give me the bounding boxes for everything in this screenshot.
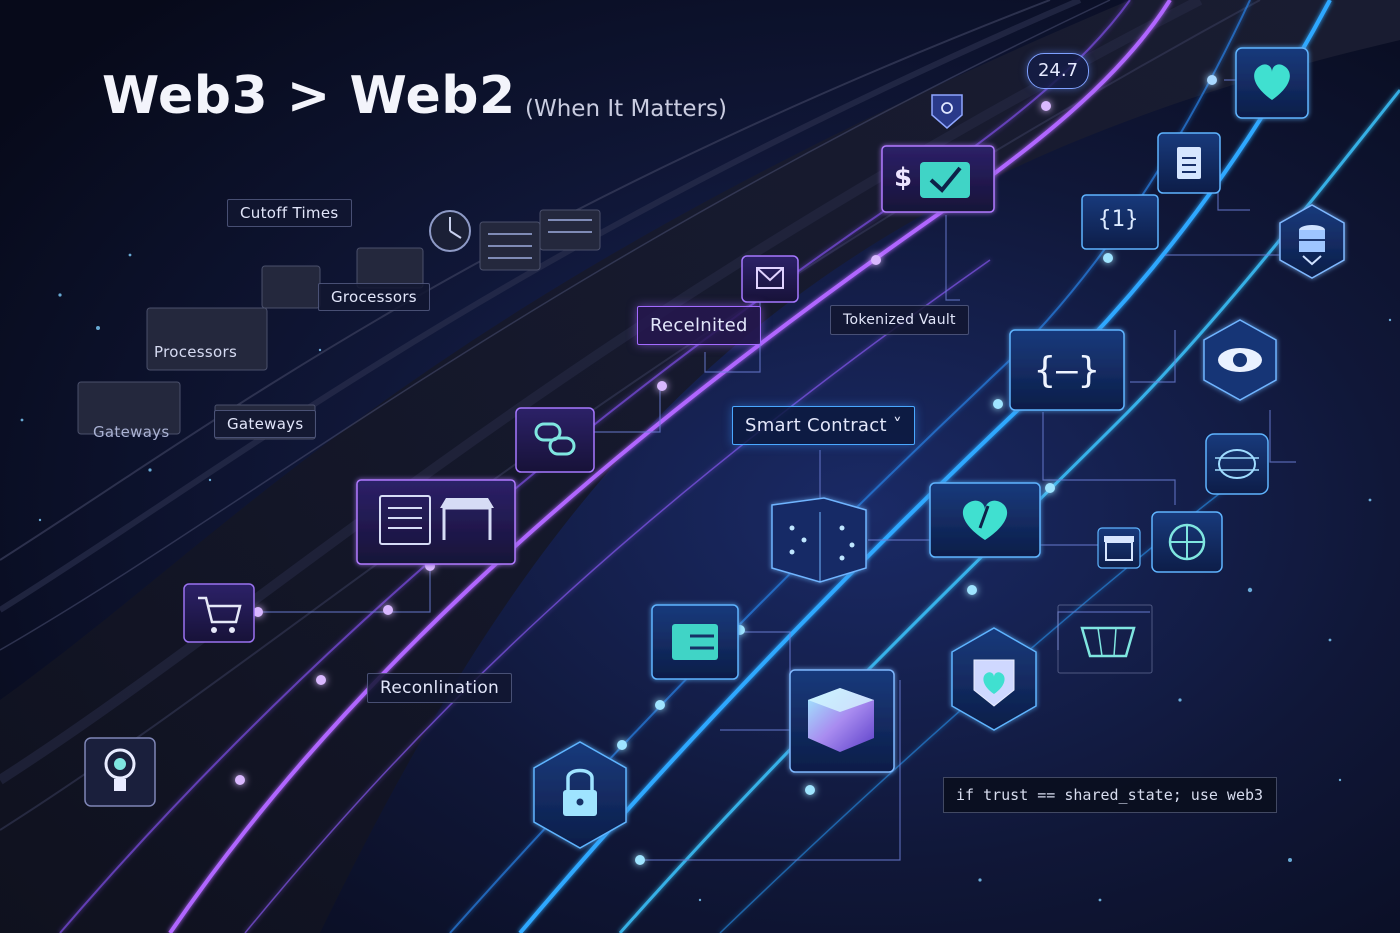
label-processors: Processors — [154, 343, 238, 361]
label-smart-contract: Smart Contract ˅ — [732, 406, 916, 445]
dollar-glyph: $ — [894, 163, 913, 193]
braces-dash-glyph: {–} — [1034, 350, 1100, 391]
label-gateways: Gateways — [214, 410, 317, 438]
storefront-icon — [440, 498, 494, 540]
dollar-check-icon — [881, 145, 995, 213]
rail-nodes — [235, 75, 1217, 865]
heart-cross-icon — [929, 482, 1041, 558]
value-badge: 24.7 — [1027, 53, 1089, 89]
page-title: Web3 > Web2 — [102, 66, 516, 126]
brain-chip-icon — [1205, 433, 1269, 495]
basket-icon — [1057, 604, 1153, 674]
label-cutoff-times: Cutoff Times — [227, 199, 352, 227]
label-tokenized-vault: Tokenized Vault — [830, 305, 969, 335]
ledger-icon — [651, 604, 739, 680]
shield-heart-icon — [951, 627, 1037, 731]
label-grocessors: Grocessors — [318, 283, 430, 311]
document-icon — [1157, 132, 1221, 194]
globe-grid-icon — [1151, 511, 1223, 573]
glowing-cube-icon — [789, 669, 895, 773]
chain-link-icon — [515, 407, 595, 473]
braces-one-icon — [1081, 194, 1159, 250]
sparkles — [20, 253, 1392, 902]
connectors — [255, 79, 1296, 861]
shield-badge-icon — [931, 94, 963, 129]
label-recelnited: Recelnited — [637, 306, 761, 345]
braces-one-glyph: {1} — [1098, 207, 1139, 232]
page-subtitle: (When It Matters) — [525, 96, 727, 122]
code-snippet: if trust == shared_state; use web3 — [943, 777, 1277, 813]
heart-icon — [1235, 47, 1309, 119]
eye-hex-icon — [1203, 319, 1277, 401]
server-stack-icon — [488, 219, 592, 259]
padlock-icon — [533, 741, 627, 849]
clock-icon — [429, 210, 471, 252]
circuit-cube-icon — [771, 497, 867, 583]
envelope-icon — [741, 255, 799, 303]
storefront-small-icon — [1097, 527, 1141, 569]
database-hex-icon — [1279, 204, 1345, 279]
braces-dash-icon — [1009, 329, 1125, 411]
label-reconlination: Reconlination — [367, 673, 513, 703]
label-gateways-left: Gateways — [93, 423, 170, 441]
cart-icon — [183, 583, 255, 643]
lightbulb-icon — [84, 737, 156, 807]
violet-rail — [59, 0, 1172, 933]
